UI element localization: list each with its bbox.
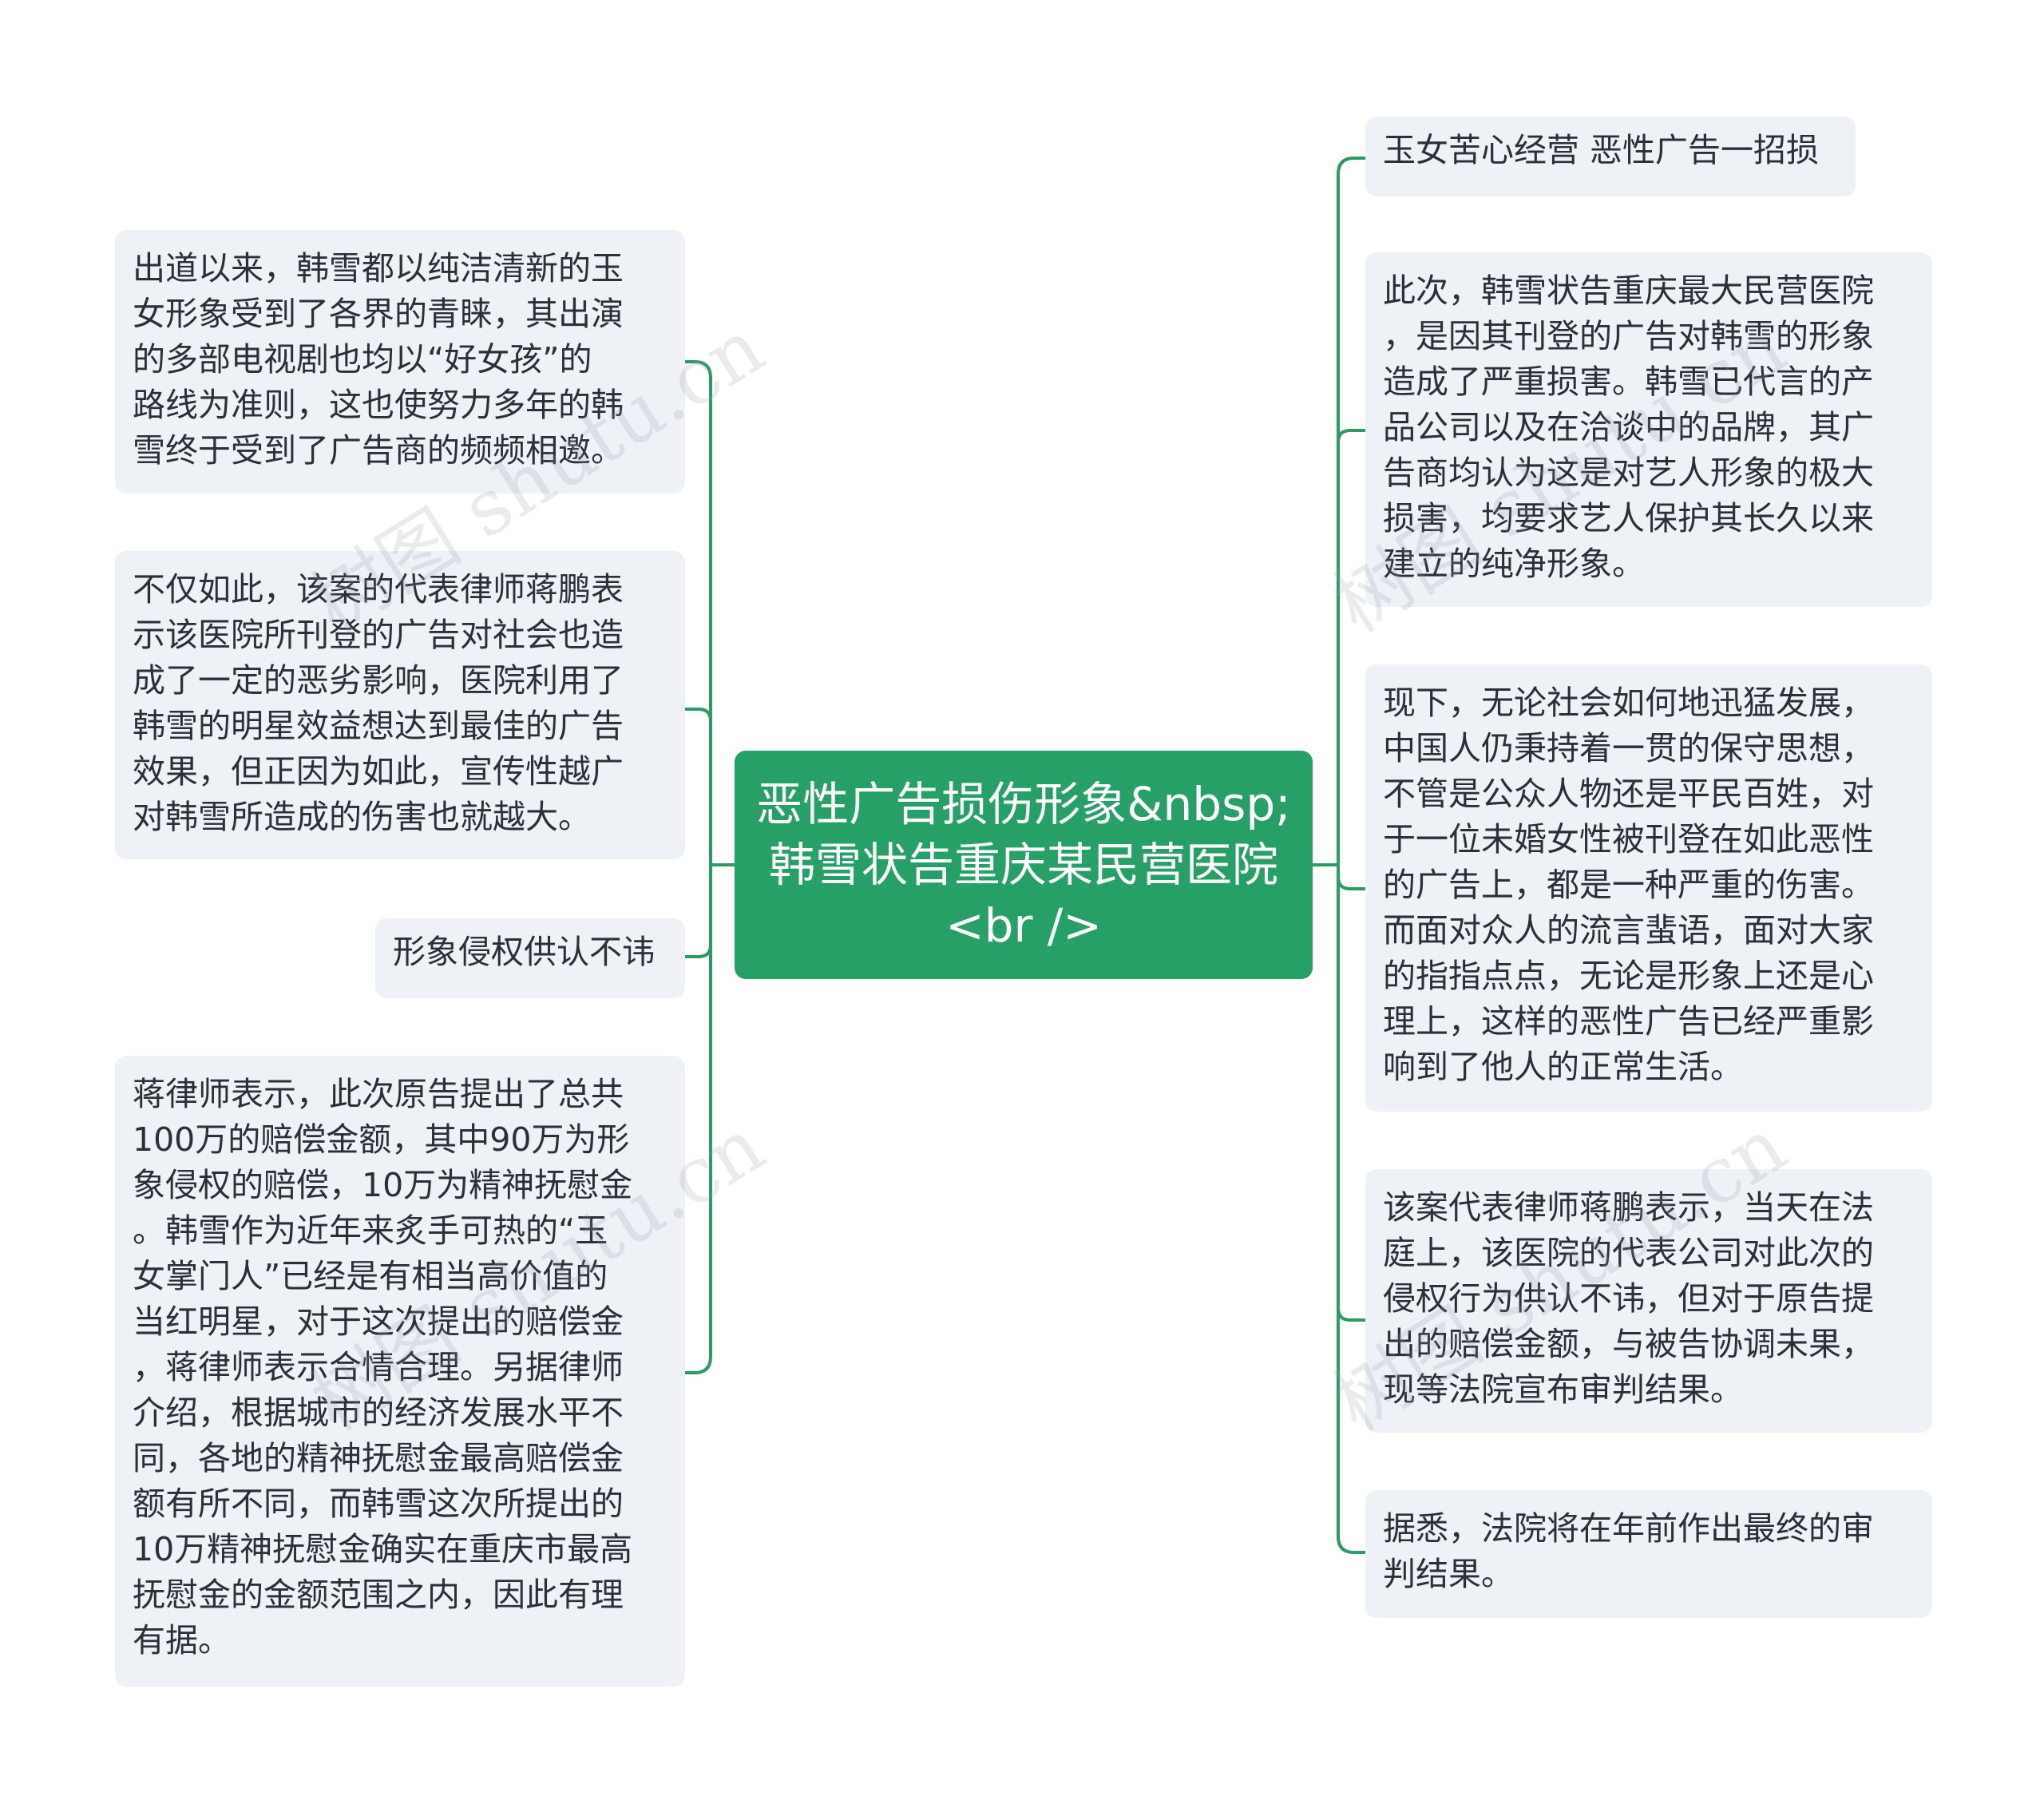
left-node-career: 出道以来，韩雪都以纯洁清新的玉 女形象受到了各界的青睐，其出演 的多部电视剧也均… <box>115 230 685 494</box>
right-node-court-hearing: 该案代表律师蒋鹏表示，当天在法 庭上，该医院的代表公司对此次的 侵权行为供认不讳… <box>1365 1169 1932 1433</box>
left-node-infringement-admitted: 形象侵权供认不讳 <box>375 918 685 998</box>
right-node-headline: 玉女苦心经营 恶性广告一招损 <box>1365 117 1856 196</box>
right-node-lawsuit-reason: 此次，韩雪状告重庆最大民营医院 ，是因其刊登的广告对韩雪的形象 造成了严重损害。… <box>1365 252 1932 607</box>
left-node-social-impact: 不仅如此，该案的代表律师蒋鹏表 示该医院所刊登的广告对社会也造 成了一定的恶劣影… <box>115 551 685 859</box>
central-topic: 恶性广告损伤形象&nbsp; 韩雪状告重庆某民营医院 <br /> <box>735 751 1313 979</box>
connector-left-trunk <box>683 360 736 1374</box>
connector-right-trunk <box>1311 157 1367 1554</box>
left-node-compensation: 蒋律师表示，此次原告提出了总共 100万的赔偿金额，其中90万为形 象侵权的赔偿… <box>115 1056 685 1687</box>
right-node-verdict-pending: 据悉，法院将在年前作出最终的审 判结果。 <box>1365 1490 1932 1618</box>
right-node-social-harm: 现下，无论社会如何地迅猛发展， 中国人仍秉持着一贯的保守思想， 不管是公众人物还… <box>1365 664 1932 1112</box>
